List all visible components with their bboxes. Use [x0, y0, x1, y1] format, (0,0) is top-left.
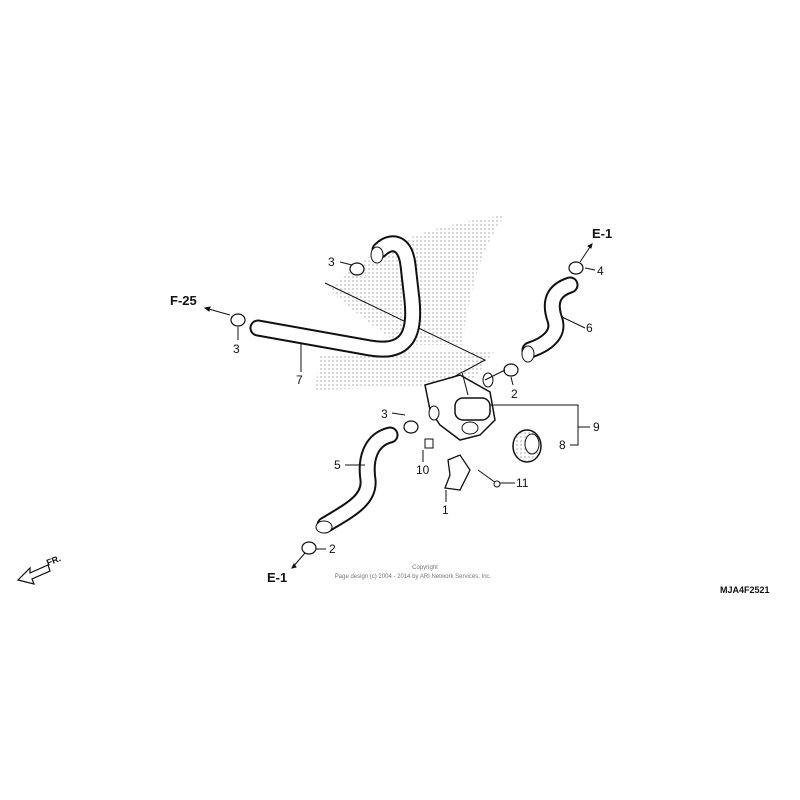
diagram-code: MJA4F2521: [720, 585, 770, 595]
callout-1[interactable]: 1: [442, 503, 449, 517]
reference-arrows: [203, 243, 593, 569]
bracket-1[interactable]: [444, 454, 471, 491]
callout-9[interactable]: 9: [593, 420, 600, 434]
copyright-text: Page design (c) 2004 - 2014 by ARI Netwo…: [335, 574, 492, 580]
reference-e1-bottom[interactable]: E-1: [267, 570, 287, 585]
callout-2[interactable]: 2: [329, 542, 336, 556]
hose-5[interactable]: [315, 426, 399, 534]
leader-line: [324, 282, 487, 373]
callout-11[interactable]: 11: [516, 476, 529, 490]
callout-8[interactable]: 8: [559, 438, 566, 452]
callout-3[interactable]: 3: [328, 255, 335, 269]
nut-10[interactable]: [424, 438, 434, 449]
reference-f25[interactable]: F-25: [170, 293, 197, 308]
callout-3[interactable]: 3: [381, 407, 388, 421]
hose-7[interactable]: [249, 235, 422, 358]
callout-7[interactable]: 7: [296, 373, 303, 387]
callout-3[interactable]: 3: [233, 342, 240, 356]
callout-2[interactable]: 2: [511, 387, 518, 401]
copyright-title: Copyright: [412, 565, 438, 571]
callout-leaders: [237, 261, 596, 550]
callout-6[interactable]: 6: [586, 321, 593, 335]
callout-5[interactable]: 5: [334, 458, 341, 472]
band-clamp-8[interactable]: [512, 429, 542, 463]
bolt-11[interactable]: [477, 469, 501, 488]
callout-10[interactable]: 10: [416, 463, 430, 477]
front-label: FR.: [45, 553, 62, 568]
hose-6[interactable]: [521, 276, 579, 363]
valve-assembly-9[interactable]: [424, 371, 496, 441]
front-direction-arrow: FR.: [16, 553, 62, 585]
reference-e1-top[interactable]: E-1: [592, 226, 612, 241]
callout-4[interactable]: 4: [597, 264, 604, 278]
